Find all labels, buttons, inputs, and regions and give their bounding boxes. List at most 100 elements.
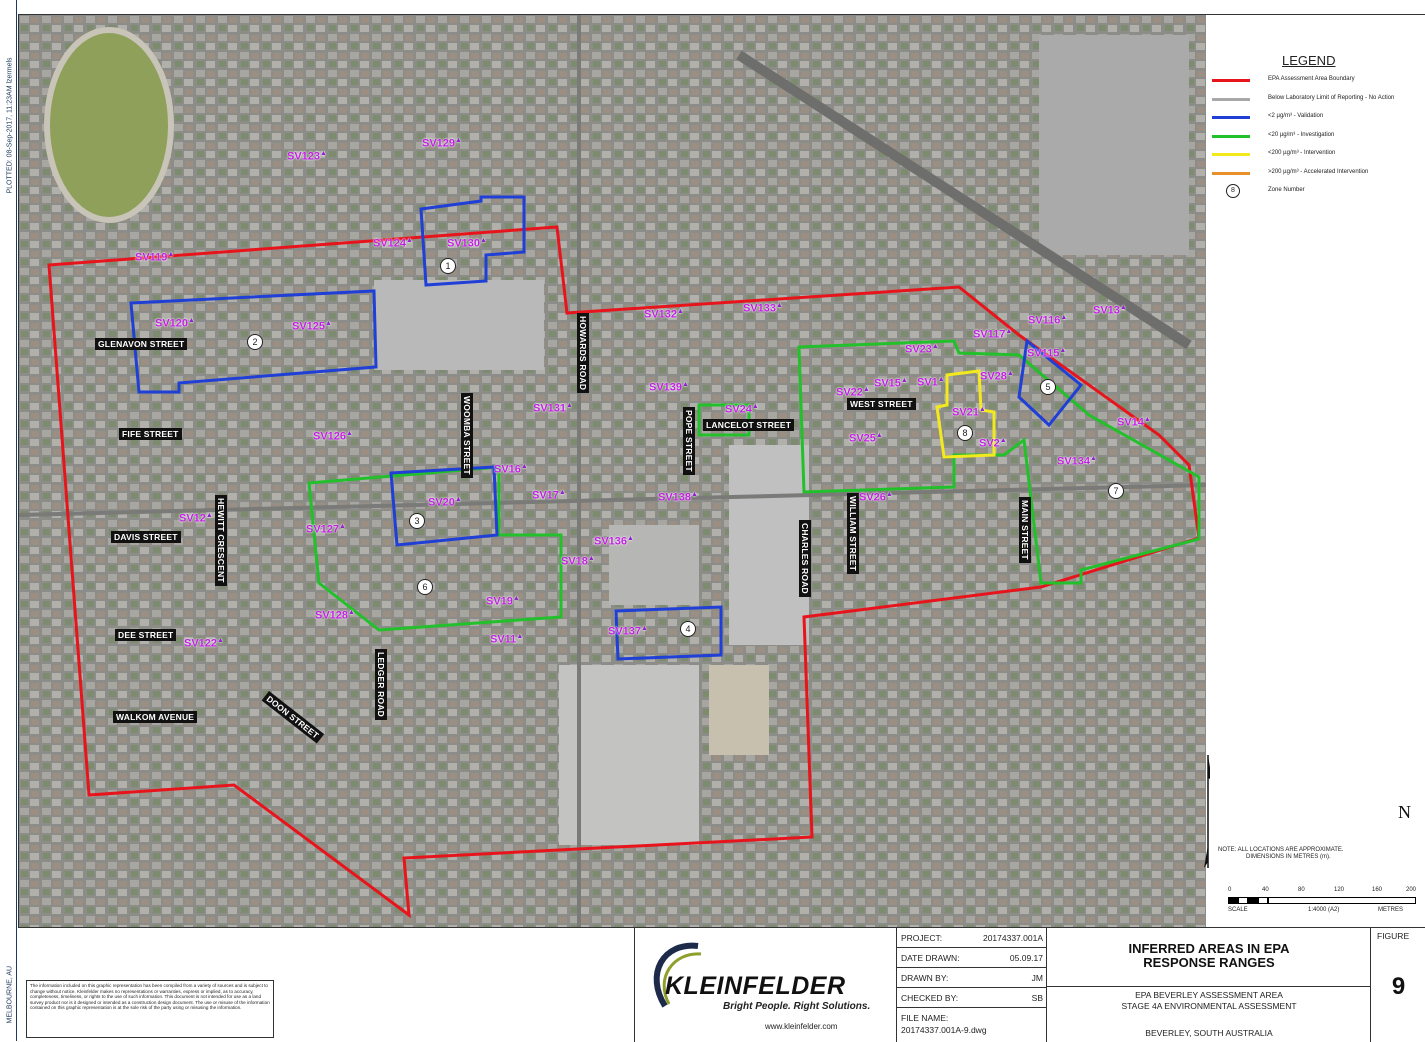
sample-point-label[interactable]: SV131▲ (533, 402, 573, 415)
legend-swatch (1212, 116, 1250, 119)
street-label: LANCELOT STREET (703, 419, 795, 431)
sample-point-marker-icon: ▲ (454, 496, 462, 503)
info-key: DATE DRAWN: (901, 953, 960, 963)
sample-point-label[interactable]: SV130▲ (447, 237, 487, 250)
sample-point-marker-icon: ▲ (978, 406, 986, 413)
sample-point-label[interactable]: SV13▲ (1093, 304, 1127, 317)
sample-point-marker-icon: ▲ (167, 251, 175, 258)
sample-point-label[interactable]: SV127▲ (306, 523, 346, 536)
sample-point-label[interactable]: SV124▲ (373, 237, 413, 250)
industrial-roof (374, 280, 544, 370)
sample-point-label[interactable]: SV15▲ (874, 377, 908, 390)
sample-point-label[interactable]: SV11▲ (490, 633, 524, 646)
investigation-area-8 (797, 339, 1201, 585)
sample-point-label[interactable]: SV123▲ (287, 150, 327, 163)
sample-point-label[interactable]: SV24▲ (725, 403, 759, 416)
sample-point-label[interactable]: SV126▲ (313, 430, 353, 443)
sample-point-label[interactable]: SV122▲ (184, 637, 224, 650)
street-label: WILLIAM STREET (847, 493, 859, 575)
file-name-value: 20174337.001A-9.dwg (901, 1025, 987, 1035)
sample-point-label[interactable]: SV23▲ (905, 343, 939, 356)
sample-point-label[interactable]: SV14▲ (1117, 416, 1151, 429)
sample-point-label[interactable]: SV17▲ (532, 489, 566, 502)
sample-point-label[interactable]: SV120▲ (155, 317, 195, 330)
sample-point-label[interactable]: SV128▲ (315, 609, 355, 622)
subtitle-line: STAGE 4A ENVIRONMENTAL ASSESSMENT (1121, 1001, 1297, 1011)
drawing-info: PROJECT: 20174337.001A DATE DRAWN: 05.09… (896, 928, 1047, 1042)
sample-point-label[interactable]: SV116▲ (1028, 314, 1068, 327)
sample-point-label[interactable]: SV138▲ (658, 491, 698, 504)
street-label: GLENAVON STREET (95, 338, 188, 350)
sample-point-label[interactable]: SV115▲ (1027, 347, 1067, 360)
sample-point-marker-icon: ▲ (346, 430, 353, 437)
sample-point-marker-icon: ▲ (516, 633, 524, 640)
sample-point-marker-icon: ▲ (587, 555, 595, 562)
legend-panel: LEGEND EPA Assessment Area Boundary Belo… (1206, 14, 1425, 928)
plot-info-strip: PLOTTED: 08-Sep-2017, 11:23AM lzermels M… (0, 0, 17, 1041)
sample-point-label[interactable]: SV125▲ (292, 320, 332, 333)
sample-point-label[interactable]: SV132▲ (644, 308, 684, 321)
vacant-lot (709, 665, 769, 755)
scale-tick: 40 (1262, 887, 1269, 893)
legend-label: Zone Number (1268, 187, 1305, 193)
sample-point-marker-icon: ▲ (937, 376, 945, 383)
sample-point-marker-icon: ▲ (1090, 455, 1097, 462)
company-url[interactable]: www.kleinfelder.com (765, 1022, 838, 1031)
sample-point-marker-icon: ▲ (641, 625, 648, 632)
info-key: DRAWN BY: (901, 973, 949, 983)
sample-point-label[interactable]: SV18▲ (561, 555, 595, 568)
sample-point-label[interactable]: SV25▲ (849, 432, 883, 445)
north-label: N (1398, 802, 1411, 822)
sample-point-label[interactable]: SV117▲ (973, 328, 1013, 341)
sample-point-label[interactable]: SV137▲ (608, 625, 648, 638)
sample-point-label[interactable]: SV21▲ (952, 406, 986, 419)
sample-point-marker-icon: ▲ (1119, 304, 1127, 311)
divider (1047, 986, 1371, 987)
figure-subtitle: EPA BEVERLEY ASSESSMENT AREA STAGE 4A EN… (1047, 990, 1371, 1012)
figure-number-block: FIGURE 9 (1370, 928, 1425, 1042)
sample-point-marker-icon: ▲ (205, 512, 213, 519)
industrial-roof (559, 665, 699, 845)
street-label: CHARLES ROAD (799, 520, 811, 597)
zone-number: 2 (247, 334, 263, 350)
sample-point-marker-icon: ▲ (885, 491, 893, 498)
aerial-map[interactable]: GLENAVON STREET FIFE STREET DAVIS STREET… (18, 14, 1207, 929)
info-row-file: FILE NAME: (897, 1008, 1047, 1027)
sample-point-label[interactable]: SV16▲ (494, 463, 528, 476)
company-logo-block: KLEINFELDER Bright People. Right Solutio… (634, 928, 897, 1042)
sample-point-label[interactable]: SV129▲ (422, 137, 462, 150)
zone-symbol: 8 (1226, 184, 1240, 198)
validation-area-2 (129, 289, 378, 394)
sample-point-label[interactable]: SV19▲ (486, 595, 520, 608)
sample-point-marker-icon: ▲ (999, 437, 1007, 444)
sample-point-label[interactable]: SV133▲ (743, 302, 783, 315)
figure-title-line: RESPONSE RANGES (1143, 955, 1275, 970)
sample-point-label[interactable]: SV136▲ (594, 535, 634, 548)
sample-point-marker-icon: ▲ (512, 595, 520, 602)
info-key: CHECKED BY: (901, 993, 959, 1003)
legend-swatch (1212, 135, 1250, 138)
sample-point-label[interactable]: SV22▲ (836, 386, 870, 399)
scale-label: SCALE (1228, 907, 1248, 913)
sample-point-label[interactable]: SV134▲ (1057, 455, 1097, 468)
sample-point-label[interactable]: SV1▲ (917, 376, 945, 389)
street-label: POPE STREET (683, 407, 695, 475)
office-label: MELBOURNE, AU (6, 965, 14, 1024)
main-road (736, 50, 1192, 350)
validation-area-5 (1017, 338, 1084, 428)
sample-point-label[interactable]: SV20▲ (428, 496, 462, 509)
title-block: The information included on this graphic… (18, 927, 1425, 1042)
sample-point-label[interactable]: SV28▲ (980, 370, 1014, 383)
validation-area-3 (389, 465, 499, 547)
sample-point-label[interactable]: SV139▲ (649, 381, 689, 394)
info-row-drawn: DRAWN BY: JM (897, 968, 1047, 988)
sample-point-label[interactable]: SV26▲ (859, 491, 893, 504)
sample-point-label[interactable]: SV119▲ (135, 251, 175, 264)
map-overlay (19, 15, 1206, 928)
sample-point-label[interactable]: SV12▲ (179, 512, 213, 525)
sample-point-label[interactable]: SV2▲ (979, 437, 1007, 450)
note-line: DIMENSIONS IN METRES (m). (1246, 854, 1331, 860)
sample-point-marker-icon: ▲ (339, 523, 346, 530)
scale-segment (1228, 897, 1238, 904)
epa-assessment-boundary (47, 225, 1201, 919)
